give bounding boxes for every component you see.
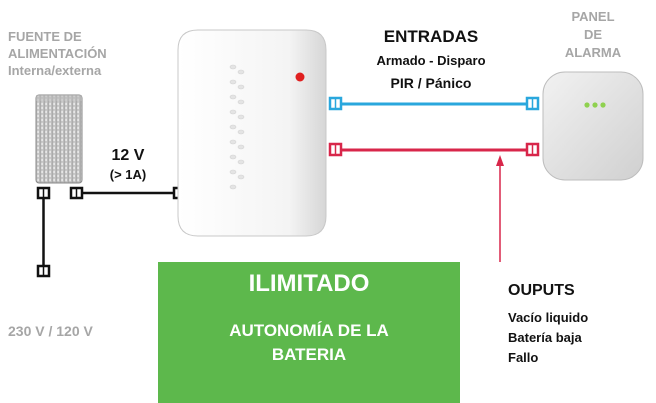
banner-sub-line2: BATERIA [271,345,347,364]
autonomy-banner [158,262,460,403]
alarm-panel-line2: DE [583,27,603,42]
inputs-line1: Armado - Disparo [376,53,486,68]
input-terminal-device [328,96,343,111]
battery-module-device [177,29,327,237]
alarm-panel-label: PANEL DE ALARMA [560,8,626,62]
inputs-line2: PIR / Pánico [390,75,472,91]
power-supply-unit [35,94,83,184]
power-source-title-line3: Interna/externa [8,63,102,78]
psu-terminal-right [69,186,84,200]
outputs-list: Vacío liquido Batería baja Fallo [508,308,588,368]
input-terminal-panel [525,96,540,111]
power-source-label: FUENTE DE ALIMENTACIÓN Interna/externa [8,28,107,79]
outputs-item: Fallo [508,350,539,365]
mains-voltage-label: 230 V / 120 V [8,323,93,339]
mains-terminal [36,264,51,278]
dc-current-label: (> 1A) [109,167,147,182]
outputs-item: Vacío liquido [508,310,589,325]
inputs-title: ENTRADAS [383,27,479,46]
banner-headline: ILIMITADO [248,270,370,297]
banner-subtitle: AUTONOMÍA DE LA BATERIA [158,319,460,367]
alarm-panel-device [542,71,644,181]
outputs-title: OUPUTS [508,282,575,299]
psu-terminal-left [36,186,51,200]
output-terminal-panel [525,142,540,157]
power-source-title-line1: FUENTE DE [8,29,82,44]
output-line [328,142,540,157]
banner-sub-line1: AUTONOMÍA DE LA [229,321,389,340]
outputs-arrow [496,155,504,262]
dc-voltage-label: 12 V [111,147,145,164]
input-line [328,96,540,111]
power-source-title-line2: ALIMENTACIÓN [8,46,107,61]
alarm-panel-line1: PANEL [571,9,615,24]
alarm-panel-line3: ALARMA [564,45,622,60]
output-terminal-device [328,142,343,157]
outputs-item: Batería baja [508,330,582,345]
device-status-led [295,72,305,82]
